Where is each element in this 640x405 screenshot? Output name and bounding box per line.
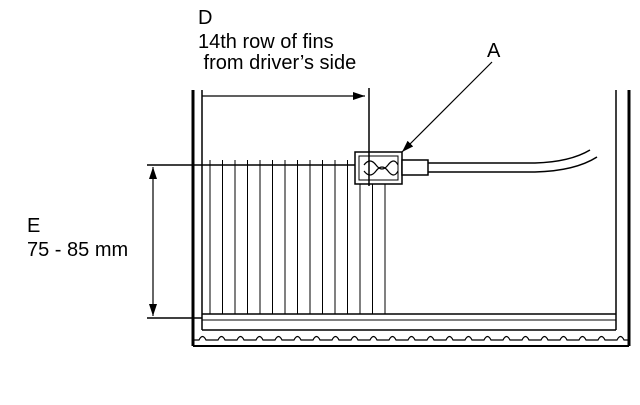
tank-corrugation <box>193 335 629 341</box>
evaporator-core <box>201 90 617 331</box>
label-a: A <box>487 40 501 62</box>
label-d-line2: from driver’s side <box>198 52 357 74</box>
label-e: E <box>27 215 41 237</box>
label-d-line1: 14th row of fins <box>198 31 334 53</box>
evaporator-fins <box>209 160 386 314</box>
dimension-e <box>147 164 355 319</box>
label-e-value: 75 - 85 mm <box>27 239 129 261</box>
label-d: D <box>198 7 213 29</box>
housing-frame <box>191 90 631 347</box>
bottom-tank <box>193 335 629 341</box>
temperature-sensor <box>354 149 598 185</box>
leader-a <box>401 61 493 153</box>
dimension-d <box>202 88 370 186</box>
